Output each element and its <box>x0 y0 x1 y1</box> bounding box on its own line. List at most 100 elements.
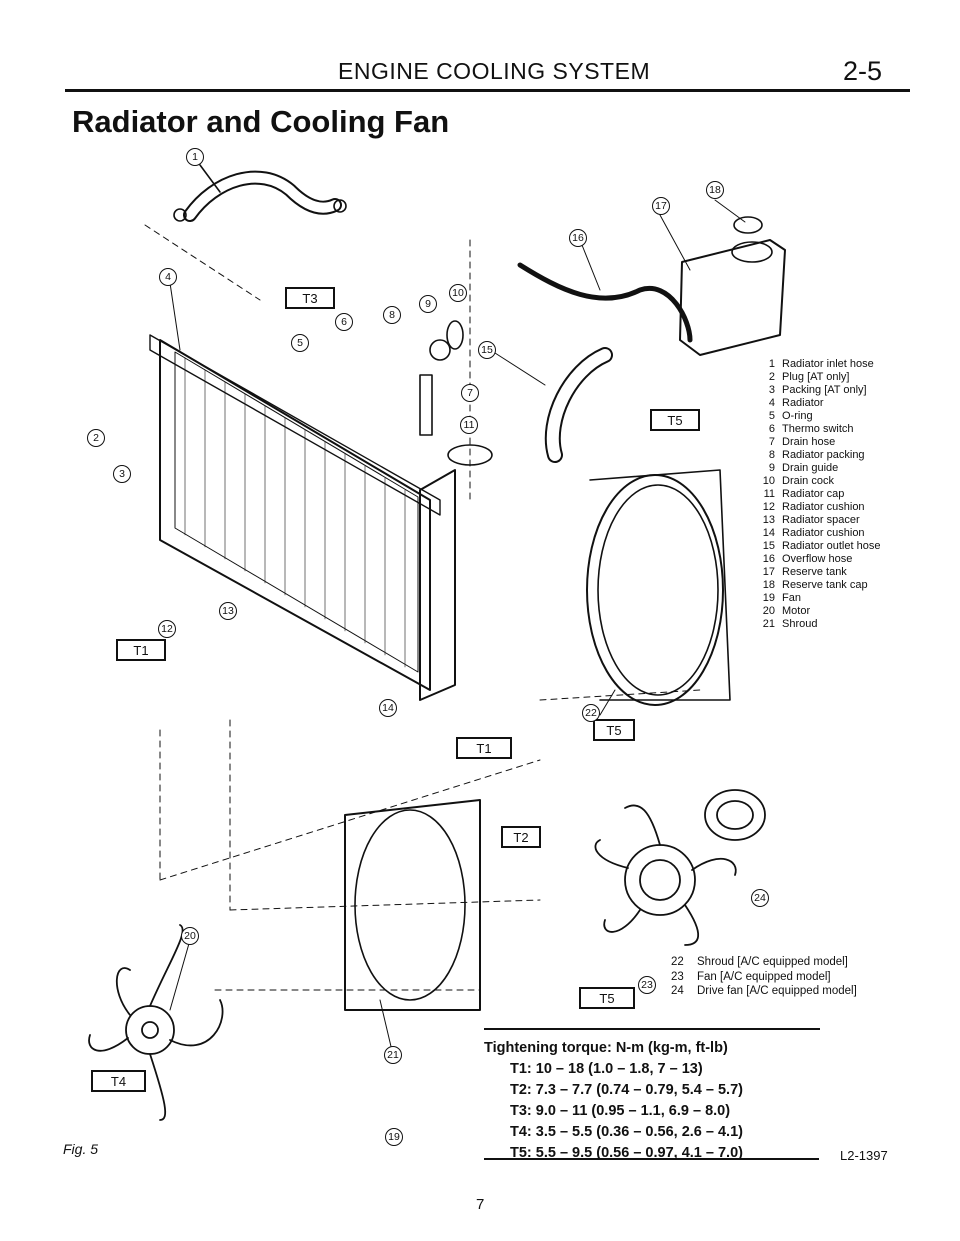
legend-row: 24 Drive fan [A/C equipped model] <box>671 984 857 999</box>
header-rule <box>65 89 910 92</box>
callout-17: 17 <box>652 197 670 215</box>
bottom-rule <box>484 1158 819 1160</box>
legend-text: Radiator spacer <box>782 514 860 526</box>
legend-row: 12 Radiator cushion <box>757 501 880 514</box>
legend-text: Fan [A/C equipped model] <box>697 970 831 983</box>
torque-box-t5: T5 <box>650 409 700 431</box>
section-title: Radiator and Cooling Fan <box>72 104 450 139</box>
torque-rule <box>484 1028 820 1030</box>
legend-text: Motor <box>782 605 811 617</box>
legend-text: Drain hose <box>782 436 836 448</box>
callout-24: 24 <box>751 889 769 907</box>
torque-box-t3: T3 <box>285 287 335 309</box>
legend-number: 4 <box>768 397 775 409</box>
torque-box-t4: T4 <box>91 1070 146 1092</box>
legend-text: Overflow hose <box>782 553 853 565</box>
legend-number: 14 <box>762 527 775 539</box>
legend-row: 14 Radiator cushion <box>757 527 880 540</box>
legend-text: Drive fan [A/C equipped model] <box>697 985 857 997</box>
legend-row: 13 Radiator spacer <box>757 514 880 527</box>
callout-9: 9 <box>419 295 437 313</box>
ac-parts-legend: 22 Shroud [A/C equipped model] 23 Fan [A/C… <box>671 955 857 999</box>
torque-row: T1: 10 – 18 (1.0 – 1.8, 7 – 13) <box>510 1061 703 1077</box>
page-number: 7 <box>476 1196 485 1213</box>
legend-text: Drain cock <box>782 475 834 487</box>
legend-number: 24 <box>671 985 684 997</box>
callout-16: 16 <box>569 229 587 247</box>
legend-number: 1 <box>768 358 775 370</box>
callout-3: 3 <box>113 465 131 483</box>
legend-number: 22 <box>671 956 684 968</box>
legend-number: 9 <box>768 462 775 474</box>
legend-number: 6 <box>768 423 775 435</box>
legend-row: 16 Overflow hose <box>757 553 880 566</box>
legend-number: 17 <box>762 566 775 578</box>
legend-row: 19 Fan <box>757 592 880 605</box>
legend-text: Radiator cap <box>782 488 845 500</box>
torque-row: T2: 7.3 – 7.7 (0.74 – 0.79, 5.4 – 5.7) <box>510 1082 743 1098</box>
legend-text: Radiator inlet hose <box>782 358 874 370</box>
torque-box-t5: T5 <box>579 987 635 1009</box>
callout-19: 19 <box>385 1128 403 1146</box>
callout-11: 11 <box>460 416 478 434</box>
legend-row: 3 Packing [AT only] <box>757 384 880 397</box>
legend-text: Thermo switch <box>782 423 854 435</box>
callout-21: 21 <box>384 1046 402 1064</box>
legend-text: Shroud <box>782 618 818 630</box>
torque-row: T5: 5.5 – 9.5 (0.56 – 0.97, 4.1 – 7.0) <box>510 1145 743 1161</box>
callout-6: 6 <box>335 313 353 331</box>
legend-number: 13 <box>762 514 775 526</box>
legend-row: 6 Thermo switch <box>757 423 880 436</box>
legend-number: 2 <box>768 371 775 383</box>
callout-1: 1 <box>186 148 204 166</box>
legend-text: Drain guide <box>782 462 839 474</box>
legend-row: 20 Motor <box>757 605 880 618</box>
callout-23: 23 <box>638 976 656 994</box>
callout-7: 7 <box>461 384 479 402</box>
legend-row: 2 Plug [AT only] <box>757 371 880 384</box>
legend-row: 21 Shroud <box>757 618 880 631</box>
callout-20: 20 <box>181 927 199 945</box>
legend-number: 5 <box>768 410 775 422</box>
legend-number: 7 <box>768 436 775 448</box>
torque-spec-block: Tightening torque: N-m (kg-m, ft-lb) T1:… <box>484 1038 743 1164</box>
legend-number: 3 <box>768 384 775 396</box>
drawing-code: L2-1397 <box>840 1148 888 1163</box>
legend-number: 21 <box>762 618 775 630</box>
callout-15: 15 <box>478 341 496 359</box>
legend-number: 19 <box>762 592 775 604</box>
torque-box-t1: T1 <box>116 639 166 661</box>
legend-number: 23 <box>671 970 684 983</box>
legend-row: 15 Radiator outlet hose <box>757 540 881 553</box>
torque-title: Tightening torque: N-m (kg-m, ft-lb) <box>484 1040 728 1056</box>
legend-text: Plug [AT only] <box>782 371 850 383</box>
callout-13: 13 <box>219 602 237 620</box>
legend-row: 22 Shroud [A/C equipped model] <box>671 955 857 970</box>
legend-number: 15 <box>762 540 775 552</box>
figure-label: Fig. 5 <box>63 1141 99 1157</box>
callout-4: 4 <box>159 268 177 286</box>
legend-text: Shroud [A/C equipped model] <box>697 956 848 968</box>
legend-number: 12 <box>762 501 775 513</box>
legend-text: Radiator cushion <box>782 527 865 539</box>
legend-text: Radiator cushion <box>782 501 865 513</box>
legend-text: Reserve tank cap <box>782 579 868 591</box>
torque-box-t1: T1 <box>456 737 512 759</box>
torque-row: T4: 3.5 – 5.5 (0.36 – 0.56, 2.6 – 4.1) <box>510 1124 743 1140</box>
callout-5: 5 <box>291 334 309 352</box>
page-header-title: ENGINE COOLING SYSTEM <box>338 58 651 84</box>
legend-text: Fan <box>782 592 801 604</box>
legend-text: Packing [AT only] <box>782 384 867 396</box>
legend-number: 16 <box>762 553 775 565</box>
legend-number: 10 <box>762 475 775 487</box>
legend-number: 20 <box>762 605 775 617</box>
legend-text: Radiator outlet hose <box>782 540 881 552</box>
callout-8: 8 <box>383 306 401 324</box>
legend-row: 23 Fan [A/C equipped model] <box>671 970 857 985</box>
page-header-number: 2-5 <box>843 56 883 86</box>
